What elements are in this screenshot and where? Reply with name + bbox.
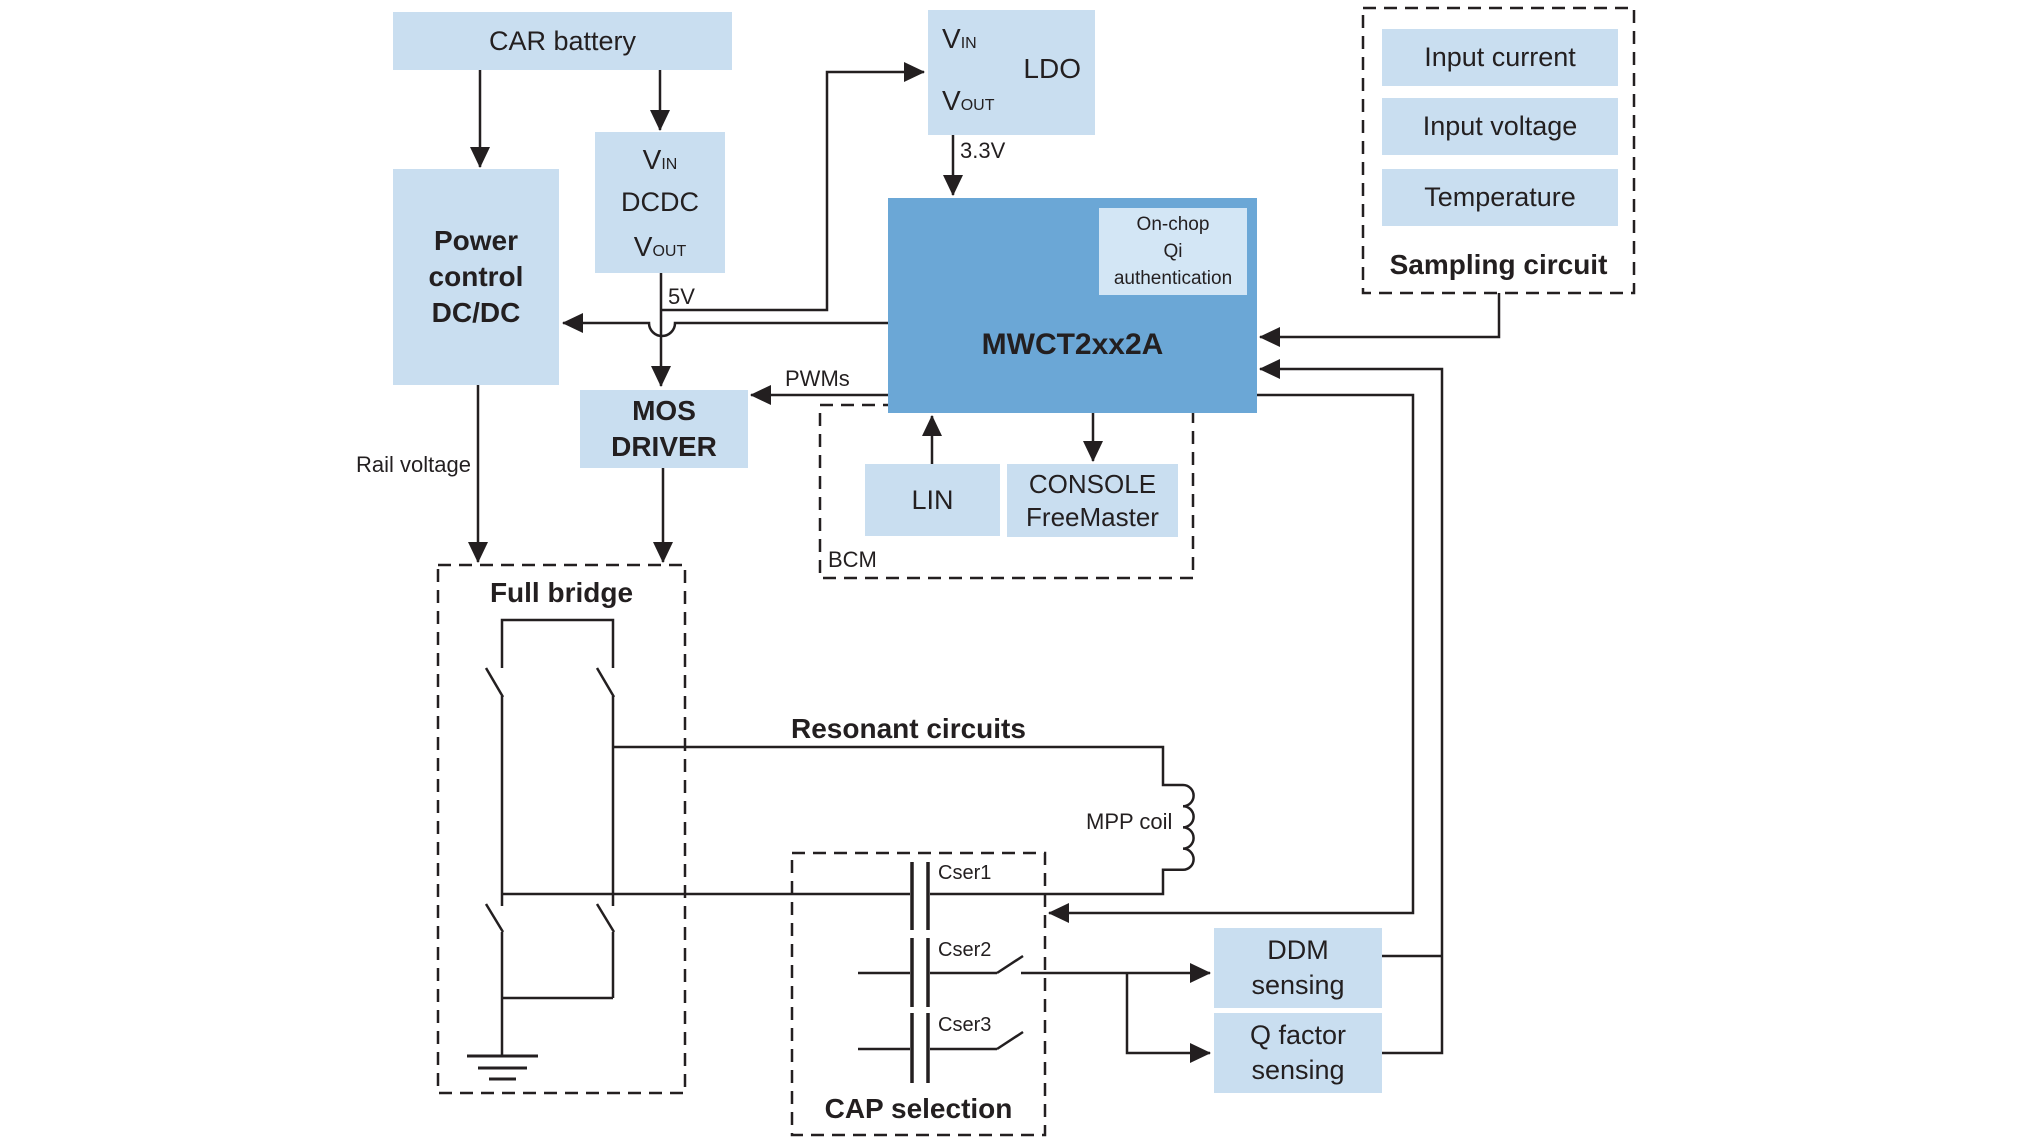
cap-selection-outline <box>790 851 1047 1137</box>
label-5v: 5V <box>668 284 695 309</box>
wire-sampling-to-mwct <box>1259 293 1501 347</box>
label-pwms: PWMs <box>785 366 850 391</box>
sampling-circuit-title: Sampling circuit <box>1389 249 1608 280</box>
power-control-box: Power control DC/DC <box>393 169 559 385</box>
ground-symbol <box>467 1054 538 1081</box>
label-cser3: Cser3 <box>938 1014 992 1036</box>
ldo-label: LDO <box>1023 53 1081 84</box>
full-bridge-title: Full bridge <box>489 577 634 608</box>
full-bridge-group: Full bridge <box>438 565 685 1093</box>
mwct-chip: MWCT2xx2A On-chop Qi authentication <box>888 198 1257 413</box>
bridge-switch-bottom-right <box>595 903 616 933</box>
cap-selection-title: CAP selection <box>824 1093 1013 1124</box>
wire-mwct-to-power-control <box>562 313 888 338</box>
capacitor-plates <box>910 862 930 1083</box>
sampling-item-input-current: Input current <box>1382 29 1618 86</box>
label-cser2: Cser2 <box>938 939 992 961</box>
wire-5v-to-ldo <box>661 62 925 312</box>
dcdc-label: DCDC <box>621 187 699 217</box>
wires <box>436 6 1636 1137</box>
mos-driver-box: MOS DRIVER <box>580 390 748 468</box>
wire-to-q-factor-sensing <box>1125 973 1211 1063</box>
car-battery-box: CAR battery <box>393 12 732 70</box>
label-3v3: 3.3V <box>960 138 1006 163</box>
qi-authentication-box: On-chop Qi authentication <box>1099 208 1247 295</box>
bridge-switch-top-left <box>484 667 505 698</box>
full-bridge-outline <box>436 563 687 1095</box>
bridge-switch-bottom-left <box>484 903 505 933</box>
sampling-item-temperature: Temperature <box>1382 169 1618 226</box>
cap-selection-group: CAP selection <box>792 853 1045 1135</box>
cser2-switch-blade <box>996 954 1024 975</box>
bcm-label: BCM <box>828 547 877 572</box>
label-mpp-coil: MPP coil <box>1086 809 1173 834</box>
ddm-sensing-box: DDM sensing <box>1214 928 1382 1008</box>
mwct-label: MWCT2xx2A <box>981 328 1164 361</box>
bridge-switch-top-right <box>595 667 616 698</box>
cser3-switch-blade <box>996 1030 1024 1051</box>
wire-sensing-to-mwct <box>1259 359 1444 1055</box>
console-freemaster-box: CONSOLE FreeMaster <box>1007 464 1178 537</box>
sampling-item-input-voltage: Input voltage <box>1382 98 1618 155</box>
q-factor-sensing-box: Q factor sensing <box>1214 1013 1382 1093</box>
full-bridge-circuit <box>467 618 616 1081</box>
label-cser1: Cser1 <box>938 862 992 884</box>
lin-box: LIN <box>865 464 1000 536</box>
wire-mwct-to-cap-selection <box>1048 393 1415 923</box>
label-rail-voltage: Rail voltage <box>356 452 471 477</box>
sampling-circuit-group: Input current Input voltage Temperature … <box>1363 8 1634 293</box>
bridge-top-rail <box>500 618 615 668</box>
resonant-loop-with-coil <box>613 745 1195 896</box>
sampling-circuit-outline <box>1361 6 1636 295</box>
label-resonant-circuits: Resonant circuits <box>791 713 1026 744</box>
